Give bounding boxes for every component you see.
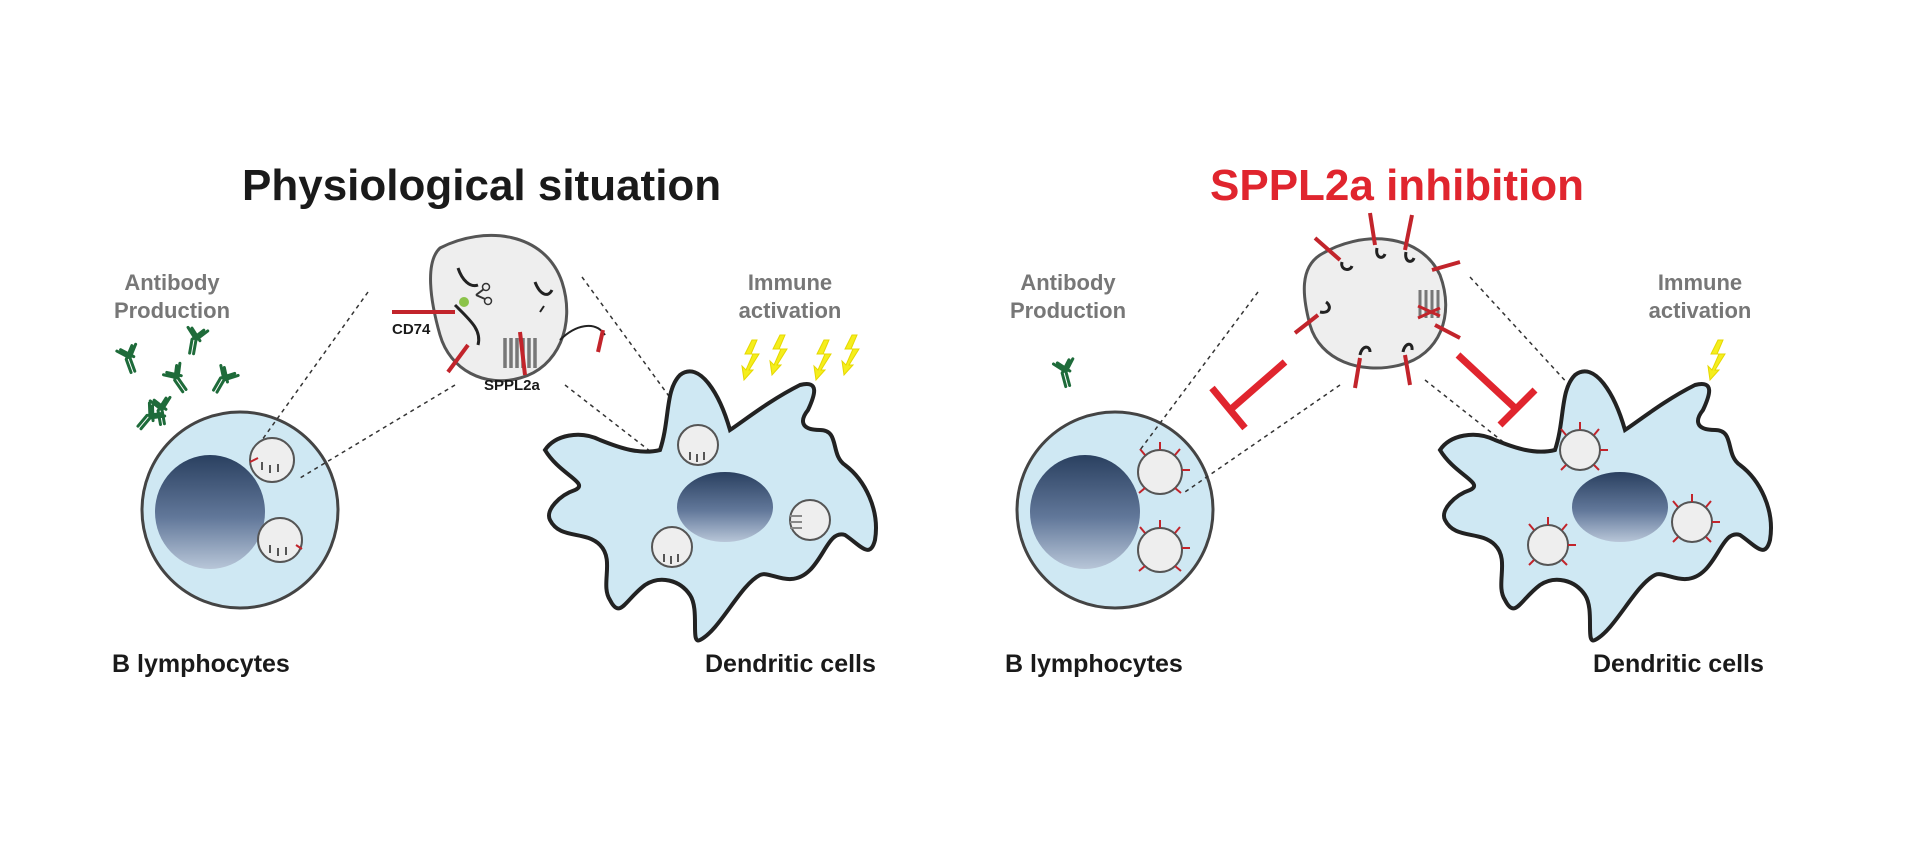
zoom-line	[1424, 379, 1546, 476]
zoom-line	[1184, 384, 1341, 493]
left-dendritic-cell	[542, 369, 878, 643]
right-immune-label-2: activation	[1649, 298, 1752, 323]
lightning-icon	[841, 334, 860, 376]
right-b-lymphocytes-label: B lymphocytes	[1005, 650, 1183, 678]
sppl2a-protease	[1417, 290, 1441, 320]
lightning-icon	[769, 334, 788, 376]
accumulated-fragments	[1293, 212, 1461, 389]
left-b-lymphocytes-label: B lymphocytes	[112, 650, 290, 678]
right-endosome-detail	[1293, 212, 1461, 389]
nucleus	[1030, 455, 1140, 569]
left-dendritic-cells-label: Dendritic cells	[705, 650, 876, 678]
right-panel: SPPL2a inhibition Antibody Production	[1005, 161, 1773, 678]
nucleus	[155, 455, 265, 569]
arrow-icon	[539, 305, 545, 313]
right-antibody-label-2: Production	[1010, 298, 1126, 323]
left-immune-label-2: activation	[739, 298, 842, 323]
release-arrow-icon	[559, 325, 606, 341]
vesicle	[1527, 517, 1576, 566]
scissors-icon	[475, 288, 486, 300]
antibody-icon	[115, 342, 146, 377]
antibody-icon	[182, 325, 210, 358]
right-title: SPPL2a inhibition	[1210, 161, 1584, 210]
vesicle	[1559, 422, 1608, 471]
zoom-line	[564, 384, 656, 456]
zoom-line	[261, 291, 369, 441]
lightning-icon	[813, 339, 832, 381]
sppl2a-protease	[503, 331, 537, 376]
zoom-line	[1139, 291, 1259, 451]
vesicle	[677, 424, 719, 466]
left-antibody-label-1: Antibody	[124, 270, 220, 295]
left-panel: Physiological situation Antibody Product…	[112, 161, 878, 678]
right-antibody-label-1: Antibody	[1020, 270, 1116, 295]
vesicle	[1137, 520, 1190, 573]
vesicle	[1671, 494, 1720, 543]
vesicle	[789, 499, 831, 541]
released-fragment	[596, 329, 605, 353]
cd74-label: CD74	[392, 321, 431, 338]
antibody-icon	[206, 363, 240, 399]
vesicle	[257, 517, 303, 563]
lightning-icon	[1707, 339, 1726, 381]
vesicle	[651, 526, 693, 568]
right-dendritic-cells-label: Dendritic cells	[1593, 650, 1764, 678]
left-lightning	[741, 334, 860, 381]
left-antibody-label-2: Production	[114, 298, 230, 323]
vesicle	[1137, 442, 1190, 495]
inhibition-arrow-right	[1455, 352, 1538, 428]
sppl2a-label: SPPL2a	[484, 377, 541, 394]
zoom-line	[299, 384, 456, 479]
antibody-icon	[161, 361, 196, 397]
inhibition-arrow-left	[1209, 359, 1288, 431]
left-endosome-detail: CD74 SPPL2a	[392, 234, 606, 394]
left-immune-label-1: Immune	[748, 270, 832, 295]
nucleus	[677, 472, 773, 542]
nucleus	[1572, 472, 1668, 542]
cleavage-site	[459, 297, 469, 307]
right-immune-label-1: Immune	[1658, 270, 1742, 295]
antibody-icon	[1051, 357, 1081, 390]
right-b-cell	[1015, 410, 1215, 610]
left-title: Physiological situation	[242, 161, 721, 210]
left-b-cell	[140, 410, 340, 610]
blocked-icon	[1417, 304, 1441, 320]
right-dendritic-cell	[1437, 369, 1773, 643]
vesicle	[249, 437, 295, 483]
lightning-icon	[741, 339, 760, 381]
cd74-protein	[453, 303, 481, 346]
